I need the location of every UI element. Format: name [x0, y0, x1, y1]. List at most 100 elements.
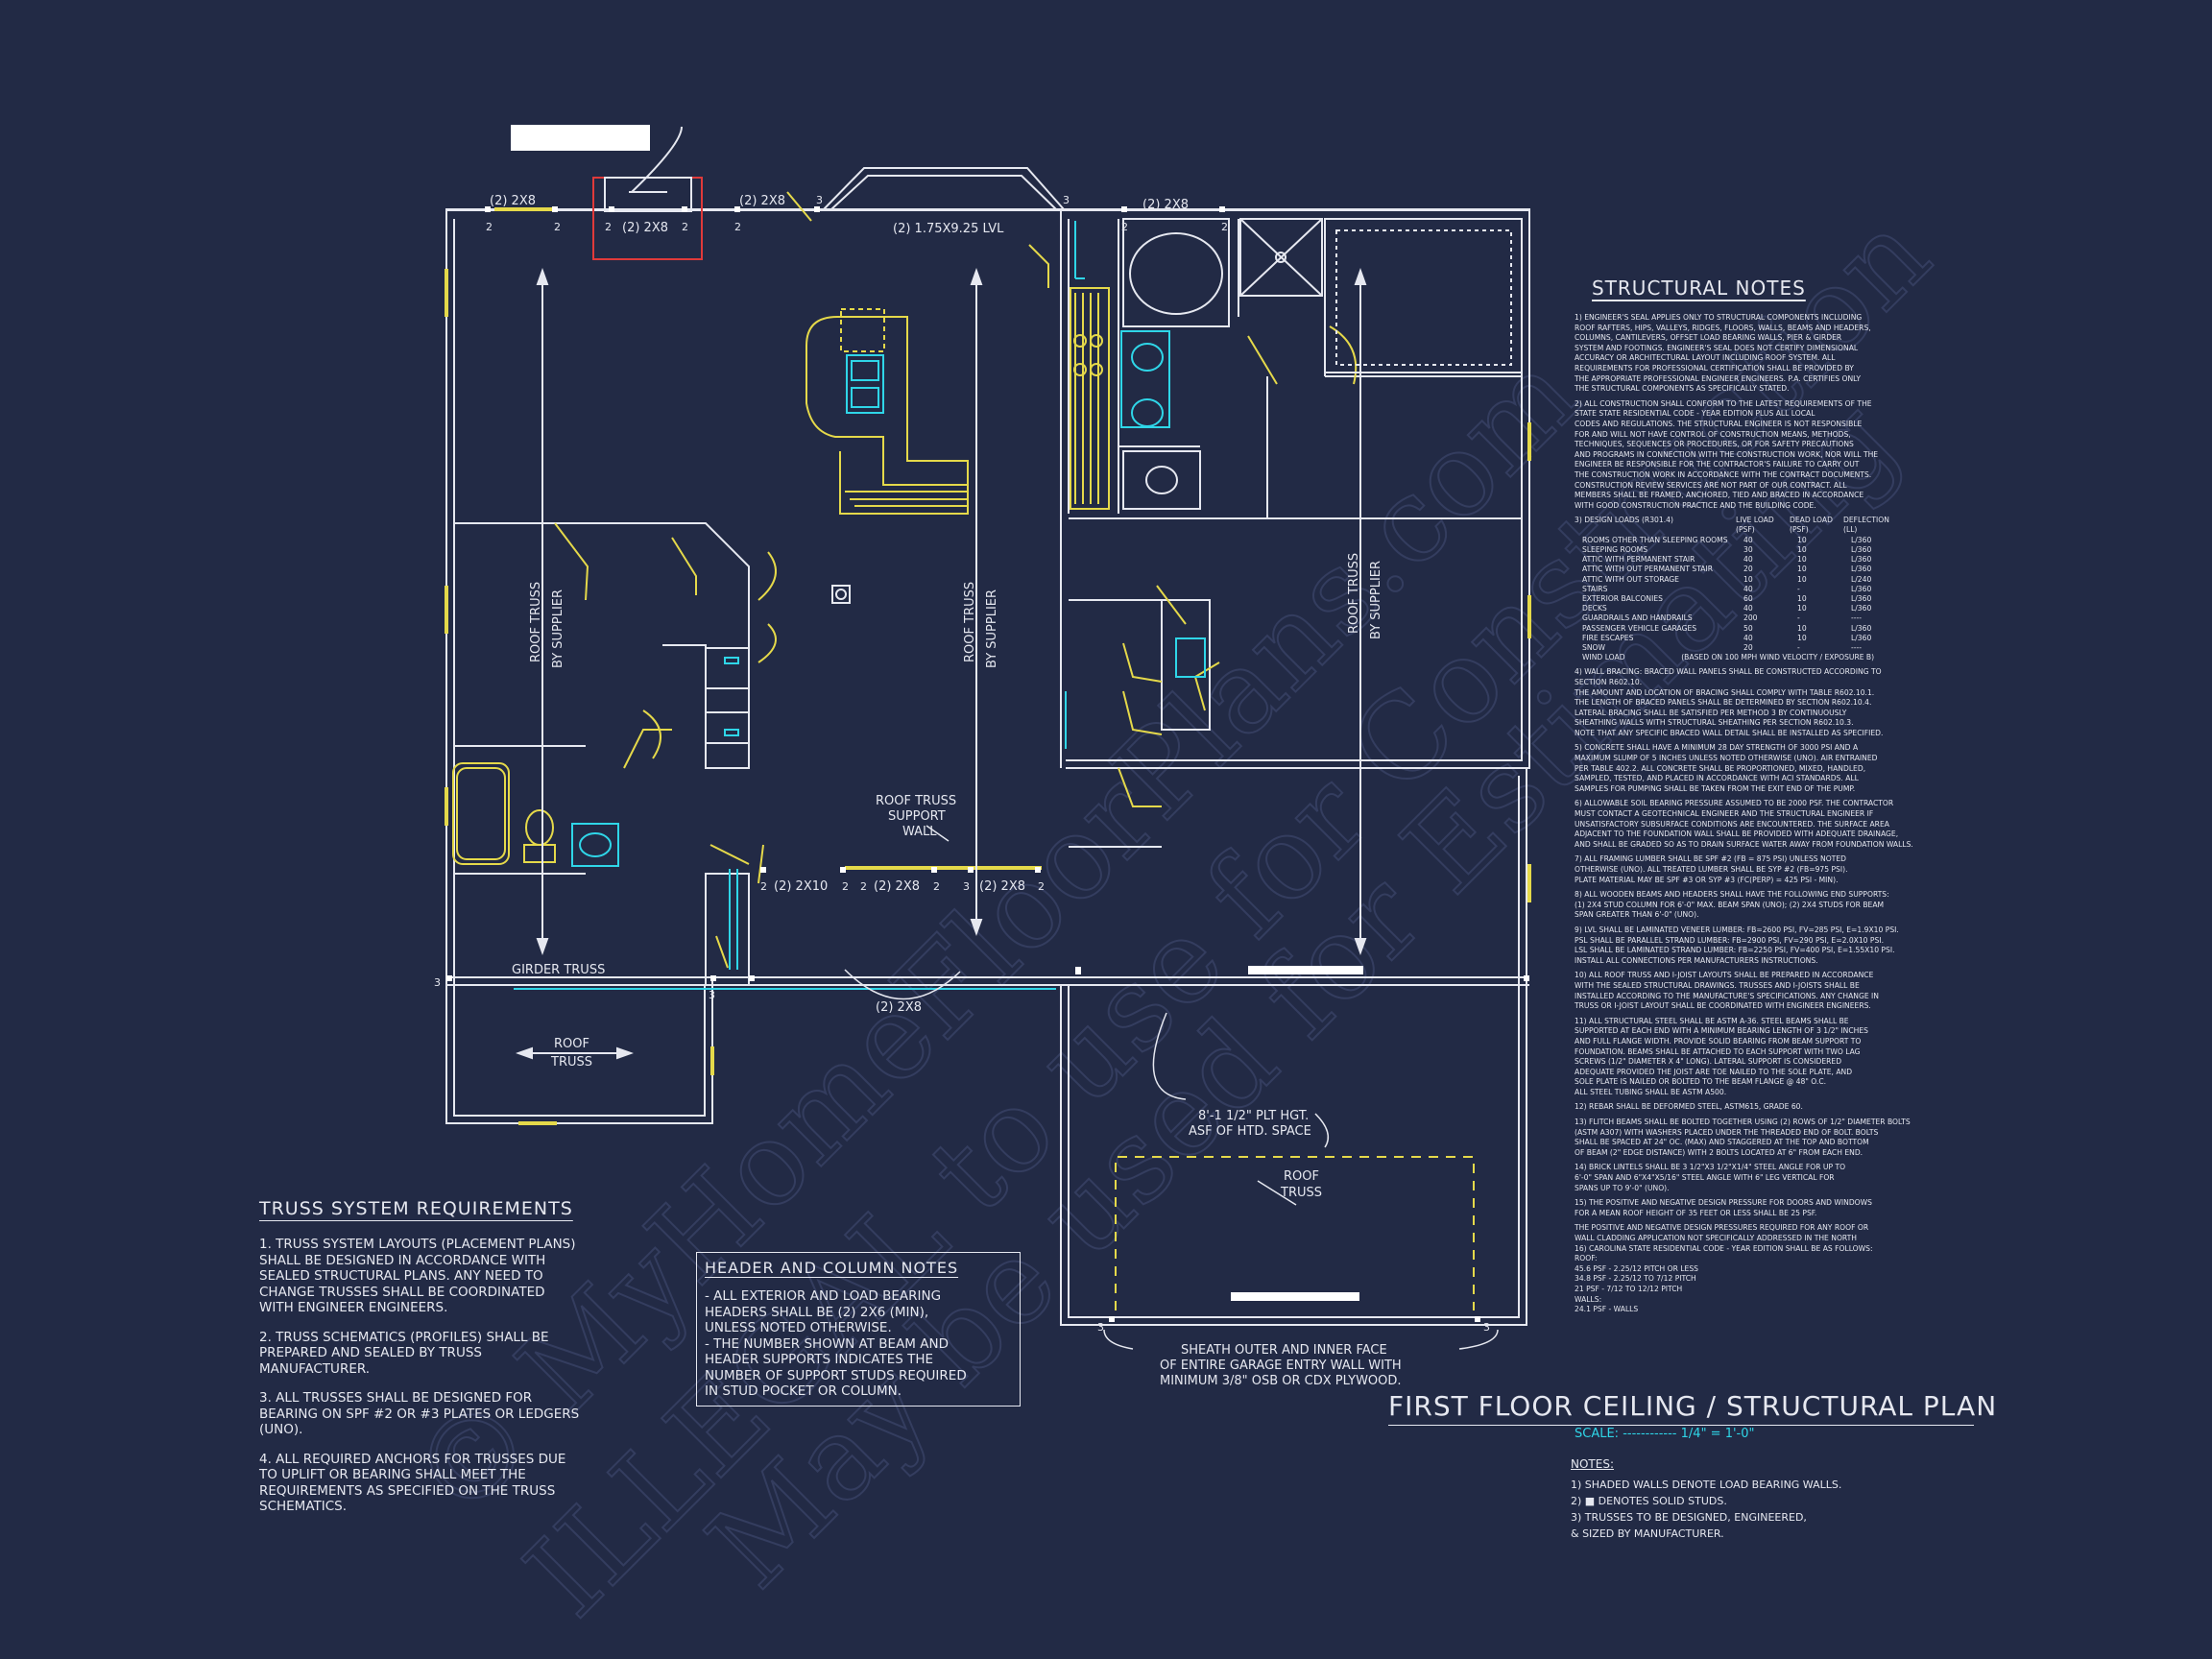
scale-value: 1/4" = 1'-0" [1680, 1427, 1755, 1441]
label-plate-height-2: ASF OF HTD. SPACE [1189, 1124, 1311, 1139]
structural-note-line: ADJACENT TO THE FOUNDATION WALL SHALL BE… [1575, 830, 1899, 839]
structural-note-line: 6) ALLOWABLE SOIL BEARING PRESSURE ASSUM… [1575, 799, 1894, 808]
design-loads-cell: 20 [1743, 642, 1753, 652]
design-loads-cell: WIND LOAD [1582, 653, 1625, 662]
label-beam-top-left: (2) 2X8 [490, 194, 536, 208]
label-lvl: (2) 1.75X9.25 LVL [893, 222, 1004, 236]
plan-notes-lines: 1) SHADED WALLS DENOTE LOAD BEARING WALL… [1571, 1477, 1841, 1542]
bath-fixtures [514, 221, 1206, 990]
fireplace [511, 125, 703, 260]
header-column-notes: HEADER AND COLUMN NOTES - ALL EXTERIOR A… [696, 1252, 1021, 1407]
structural-note-n4: 4) WALL BRACING: BRACED WALL PANELS SHAL… [1575, 667, 1939, 738]
stud-count: 2 [605, 221, 612, 233]
structural-note-n5: 5) CONCRETE SHALL HAVE A MINIMUM 28 DAY … [1575, 743, 1939, 794]
label-sheath-2: OF ENTIRE GARAGE ENTRY WALL WITH [1160, 1358, 1402, 1373]
structural-note-line: 1) ENGINEER'S SEAL APPLIES ONLY TO STRUC… [1575, 313, 1863, 322]
design-loads-cell: ATTIC WITH PERMANENT STAIR [1582, 555, 1695, 565]
scale-dashes: ------------ [1623, 1427, 1677, 1441]
structural-note-line: NOTE THAT ANY SPECIFIC BRACED WALL DETAI… [1575, 728, 1884, 737]
scale-label: SCALE: [1575, 1427, 1620, 1441]
design-loads-cell: 200 [1743, 613, 1758, 623]
design-loads-cell: - [1797, 613, 1800, 623]
bathroom-outlines [831, 218, 1523, 604]
design-loads-cell: 10 [1797, 604, 1807, 613]
structural-note-line: WALL CLADDING APPLICATION NOT SPECIFICAL… [1575, 1234, 1858, 1243]
structural-note-line: 10) ALL ROOF TRUSS AND I-JOIST LAYOUTS S… [1575, 971, 1874, 980]
label-header-2x10: (2) 2X10 [774, 879, 828, 894]
label-header-2x8-b: (2) 2X8 [979, 879, 1025, 894]
header-note-line: HEADERS SHALL BE (2) 2X6 (MIN), [705, 1304, 929, 1320]
truss-requirement-line: REQUIREMENTS AS SPECIFIED ON THE TRUSS [259, 1482, 556, 1499]
structural-note-line: MAXIMUM SLUMP OF 5 INCHES UNLESS NOTED O… [1575, 754, 1878, 763]
truss-requirement-line: CHANGE TRUSSES SHALL BE COORDINATED [259, 1284, 545, 1300]
design-loads-cell: 20 [1743, 565, 1753, 574]
structural-note-line: THE LENGTH OF BRACED PANELS SHALL BE DET… [1575, 698, 1872, 708]
structural-note-n12: 12) REBAR SHALL BE DEFORMED STEEL, ASTM6… [1575, 1102, 1939, 1113]
structural-note-line: 13) FLITCH BEAMS SHALL BE BOLTED TOGETHE… [1575, 1118, 1911, 1127]
structural-note-line: COLUMNS, CANTILEVERS, OFFSET LOAD BEARIN… [1575, 333, 1842, 343]
structural-note-line: SHALL BE SPACED AT 24" OC. (MAX) AND STA… [1575, 1138, 1869, 1147]
structural-note-line: SUPPORTED AT EACH END WITH A MINIMUM BEA… [1575, 1026, 1868, 1036]
stud-count: 3 [1063, 194, 1070, 206]
design-loads-cell: FIRE ESCAPES [1582, 633, 1634, 642]
structural-note-line: ROOF RAFTERS, HIPS, VALLEYS, RIDGES, FLO… [1575, 323, 1871, 332]
structural-note-n10: 10) ALL ROOF TRUSS AND I-JOIST LAYOUTS S… [1575, 971, 1939, 1011]
stud-count: 2 [486, 221, 493, 233]
truss-requirement-line: SCHEMATICS. [259, 1499, 348, 1514]
design-loads-cell: STAIRS [1582, 584, 1608, 593]
structural-note-n16: THE POSITIVE AND NEGATIVE DESIGN PRESSUR… [1575, 1223, 1939, 1314]
label-garage-truss-1: ROOF [1284, 1169, 1319, 1184]
design-loads-table: 3) DESIGN LOADS (R301.4)LIVE LOAD (PSF)D… [1575, 516, 1939, 662]
label-girder-truss: GIRDER TRUSS [512, 963, 605, 977]
structural-note-line: 5) CONCRETE SHALL HAVE A MINIMUM 28 DAY … [1575, 743, 1859, 753]
design-loads-cell: GUARDRAILS AND HANDRAILS [1582, 613, 1693, 623]
stud-count: 3 [1097, 1321, 1104, 1334]
design-loads-cell: 10 [1797, 555, 1807, 565]
label-support-wall-1: ROOF TRUSS [876, 794, 956, 808]
design-loads-cell: PASSENGER VEHICLE GARAGES [1582, 623, 1697, 633]
design-loads-cell: 40 [1743, 535, 1753, 544]
structural-note-n11: 11) ALL STRUCTURAL STEEL SHALL BE ASTM A… [1575, 1017, 1939, 1098]
structural-note-line: PLATE MATERIAL MAY BE SPF #3 OR SYP #3 (… [1575, 875, 1839, 884]
truss-span-arrows [516, 268, 1367, 1060]
header-note-line: IN STUD POCKET OR COLUMN. [705, 1383, 902, 1399]
design-loads-cell: 10 [1797, 574, 1807, 584]
label-support-wall-3: WALL [902, 825, 937, 839]
structural-note-n14: 14) BRICK LINTELS SHALL BE 3 1/2"X3 1/2"… [1575, 1163, 1939, 1193]
structural-note-line: AND FULL FLANGE WIDTH. PROVIDE SOLID BEA… [1575, 1036, 1862, 1046]
structural-note-line: SYSTEM AND FOOTINGS. ENGINEER'S SEAL DOE… [1575, 343, 1859, 352]
structural-note-line: 4) WALL BRACING: BRACED WALL PANELS SHAL… [1575, 667, 1882, 677]
truss-requirement-line: SHALL BE DESIGNED IN ACCORDANCE WITH [259, 1252, 546, 1268]
structural-note-line: 7) ALL FRAMING LUMBER SHALL BE SPF #2 (F… [1575, 854, 1846, 864]
bay-window [823, 167, 1065, 210]
plan-note-line: 2) ■ DENOTES SOLID STUDS. [1571, 1495, 1727, 1507]
structural-note-line: AND SHALL BE GRADED SO AS TO DRAIN SURFA… [1575, 839, 1913, 849]
truss-requirements: TRUSS SYSTEM REQUIREMENTS 1. TRUSS SYSTE… [259, 1198, 662, 1528]
design-loads-cell: 10 [1797, 623, 1807, 633]
structural-note-line: REQUIREMENTS FOR PROFESSIONAL CERTIFICAT… [1575, 363, 1854, 373]
structural-note-line: 8) ALL WOODEN BEAMS AND HEADERS SHALL HA… [1575, 890, 1889, 900]
structural-note-line: WALLS: [1575, 1294, 1602, 1304]
design-loads-row: WIND LOAD(BASED ON 100 MPH WIND VELOCITY… [1575, 653, 1939, 662]
stud-count: 3 [816, 194, 823, 206]
structural-note-line: LATERAL BRACING SHALL BE SATISFIED PER M… [1575, 708, 1847, 717]
design-loads-cell: L/240 [1851, 574, 1872, 584]
structural-note-line: ROOF: [1575, 1254, 1598, 1263]
structural-note-line: 15) THE POSITIVE AND NEGATIVE DESIGN PRE… [1575, 1198, 1872, 1208]
structural-note-line: ADEQUATE PROVIDED THE JOIST ARE TOE NAIL… [1575, 1067, 1853, 1076]
design-loads-header-cell: DEFLECTION (LL) [1843, 516, 1889, 535]
truss-requirements-items: 1. TRUSS SYSTEM LAYOUTS (PLACEMENT PLANS… [259, 1237, 662, 1515]
structural-note-line: SCREWS (1/2" DIAMETER X 4" LONG). LATERA… [1575, 1057, 1842, 1067]
structural-note-n9: 9) LVL SHALL BE LAMINATED VENEER LUMBER:… [1575, 926, 1939, 966]
design-loads-cell: L/360 [1851, 555, 1872, 565]
